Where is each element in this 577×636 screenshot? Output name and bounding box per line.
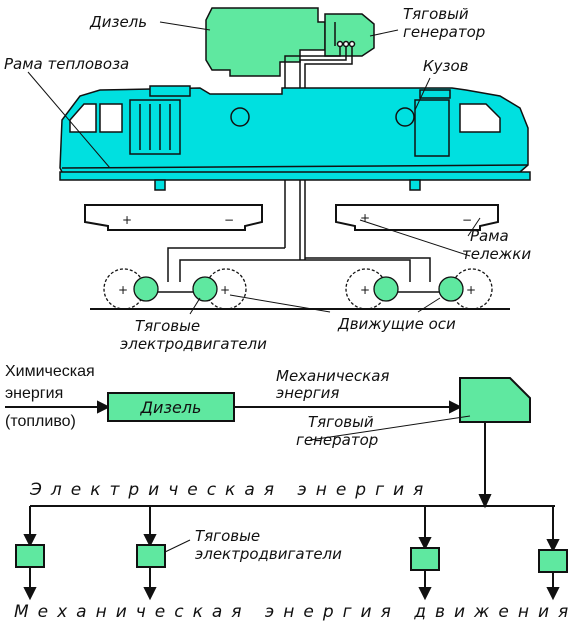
label-motors-mid-1: Тяговые <box>195 527 261 545</box>
svg-text:+: + <box>360 283 370 297</box>
leader-lines-top <box>27 21 481 315</box>
label-bogie-frame-1: Рама <box>470 227 509 245</box>
svg-text:+: + <box>122 213 132 227</box>
label-mechanical-1: Механическая <box>276 367 390 385</box>
label-mechanical-2: энергия <box>276 384 340 402</box>
wheelset-2: + <box>192 268 247 310</box>
label-generator-top-2: генератор <box>403 23 486 41</box>
label-generator-top-1: Тяговый <box>403 5 469 23</box>
label-diesel-box: Дизель <box>140 398 202 417</box>
svg-text:+: + <box>466 283 476 297</box>
wheelsets: + + + + <box>90 268 510 310</box>
label-motors-mid-2: электродвигатели <box>195 545 342 563</box>
wheelset-3: + <box>345 268 399 310</box>
energy-flow <box>5 377 568 601</box>
label-frame-loco: Рама тепловоза <box>4 55 130 73</box>
diesel-engine-shape <box>205 7 326 77</box>
label-bogie-frame-2: тележки <box>462 245 532 263</box>
svg-text:+: + <box>220 283 230 297</box>
motor-box-2 <box>136 544 166 568</box>
wheelset-4: + <box>438 268 493 310</box>
label-motors-top-1: Тяговые <box>135 317 201 335</box>
label-diesel-top: Дизель <box>90 13 148 31</box>
label-mechanical-motion: Механическая энергия движения <box>14 602 577 622</box>
diesel-generator-unit <box>205 7 375 77</box>
locomotive-body <box>59 85 531 191</box>
label-generator-mid-2: генератор <box>296 431 379 449</box>
motor-cables <box>150 247 440 293</box>
motor-box-1 <box>15 544 45 568</box>
wheelset-1: + <box>103 268 159 310</box>
label-axles: Движущие оси <box>338 315 456 333</box>
label-chemical-1: Химическая <box>5 363 95 380</box>
generator-block <box>459 377 531 423</box>
motor-box-3 <box>410 547 440 571</box>
svg-text:−: − <box>224 213 234 227</box>
label-motors-top-2: электродвигатели <box>120 335 267 353</box>
label-chemical-3: (топливо) <box>5 413 76 430</box>
label-electric-energy: Электрическая энергия <box>30 480 433 500</box>
svg-text:−: − <box>462 213 472 227</box>
bogie-frames: + − + − <box>84 204 499 231</box>
label-body: Кузов <box>423 57 469 75</box>
motor-box-4 <box>538 549 568 573</box>
svg-text:+: + <box>360 211 370 225</box>
label-generator-mid-1: Тяговый <box>308 413 374 431</box>
svg-text:+: + <box>118 283 128 297</box>
label-chemical-2: энергия <box>5 385 64 402</box>
traction-generator-shape <box>324 13 375 57</box>
